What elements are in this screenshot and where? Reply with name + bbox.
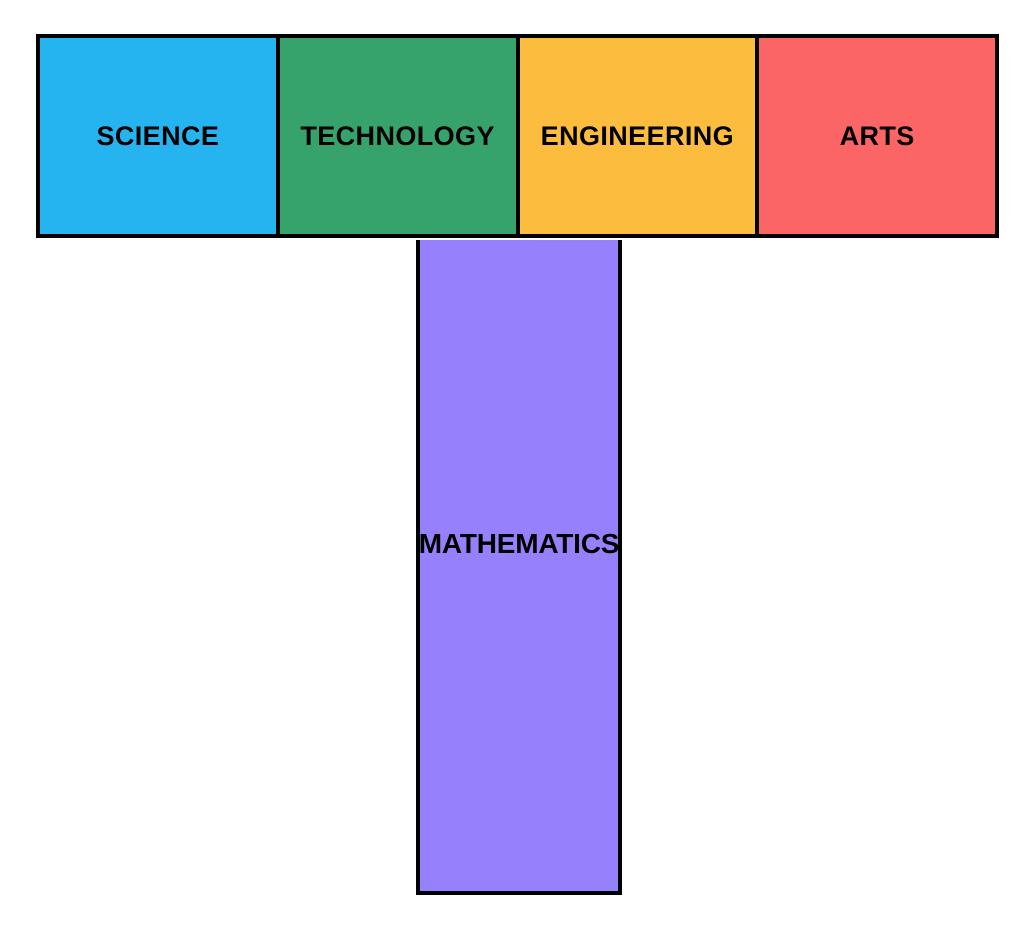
block-engineering-label: ENGINEERING [540,120,735,151]
block-engineering[interactable]: ENGINEERING [515,38,756,234]
block-technology[interactable]: TECHNOLOGY [275,38,516,234]
block-arts-label: ARTS [839,120,915,151]
block-mathematics-label-wrap: MATHEMATICS [418,527,620,561]
block-arts[interactable]: ARTS [755,38,995,234]
block-science-label: SCIENCE [96,120,220,151]
block-mathematics-label: MATHEMATICS [418,528,620,559]
top-crossbar: SCIENCE TECHNOLOGY ENGINEERING ARTS [36,34,999,238]
block-science[interactable]: SCIENCE [40,38,276,234]
block-technology-label: TECHNOLOGY [300,120,495,151]
block-mathematics[interactable]: MATHEMATICS [416,240,622,895]
